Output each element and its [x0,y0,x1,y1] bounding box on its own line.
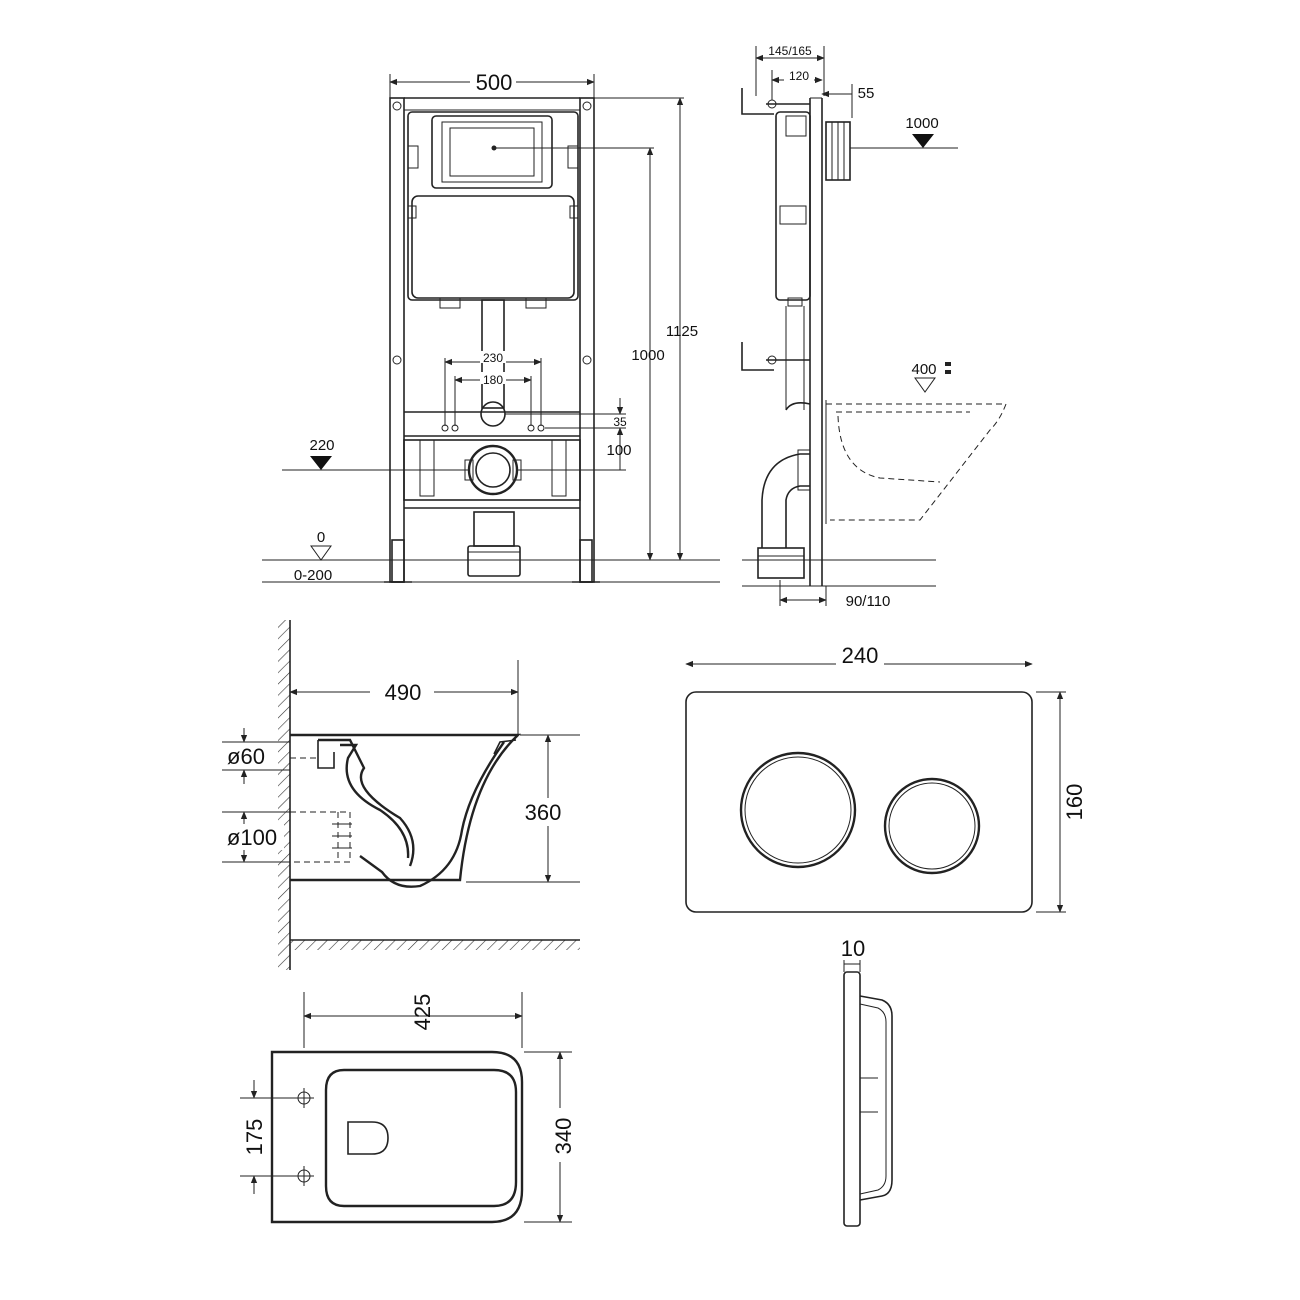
depth-55-label: 55 [858,85,875,102]
plate-width-label: 240 [842,643,879,668]
small-flush-button [883,777,981,875]
level-0-label: 0 [317,529,325,546]
top-width-label: 340 [551,1118,576,1155]
offset-100-label: 100 [606,442,631,459]
spacing-180-label: 180 [483,373,503,387]
depth-range-label: 145/165 [768,44,812,58]
spacing-230-label: 230 [483,351,503,365]
bowl-height-label: 360 [525,800,562,825]
depth-120-label: 120 [789,69,809,83]
front-height-1125-label: 1125 [666,323,698,340]
bowl-top-view: 425 340 175 [240,992,576,1224]
plate-height-label: 160 [1062,784,1087,821]
pipe-offset-label: 90/110 [846,593,891,610]
outlet-diameter-label: ø100 [227,825,277,850]
plate-thickness-label: 10 [841,936,865,961]
bowl-length-label: 490 [385,680,422,705]
level-220-label: 220 [309,437,334,454]
level-400-label: 400 [911,361,936,378]
front-view: 500 1125 1000 230 180 35 100 220 [262,70,720,584]
bowl-side-view: 490 ø60 ø100 360 [222,620,580,970]
bolt-spacing-label: 175 [242,1119,267,1156]
level-range-label: 0-200 [294,567,332,584]
flush-plate-view: 240 160 10 [685,642,1087,1227]
top-length-label: 425 [410,994,435,1031]
front-height-1000-label: 1000 [631,347,664,364]
inlet-diameter-label: ø60 [227,744,265,769]
large-flush-button [739,751,857,869]
level-1000-label: 1000 [905,115,938,132]
front-width-label: 500 [476,70,513,95]
offset-35-label: 35 [613,415,627,429]
side-view: 145/165 120 55 1000 400 90/110 [741,44,1007,610]
